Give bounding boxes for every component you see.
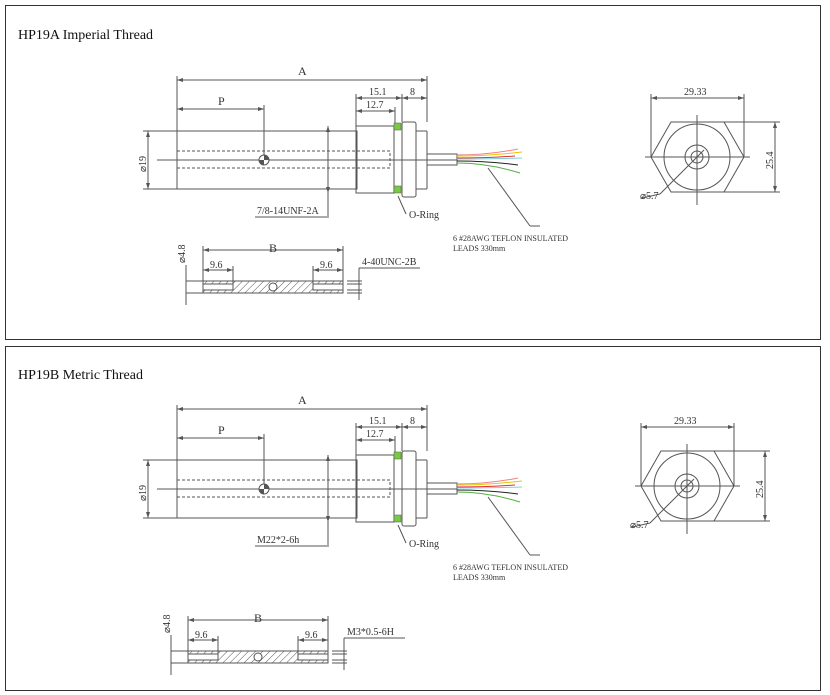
rod-center-marker [268,282,278,292]
arrowhead [146,131,150,189]
label-9-6-left: 9.6 [195,630,208,641]
lead-wire [456,480,523,486]
label-diameter-19: ⌀19 [138,156,149,172]
leader-line [397,195,407,215]
label-12-7: 12.7 [366,100,384,111]
label-9-6-right: 9.6 [305,630,318,641]
rod-center-marker [253,652,263,662]
label-8: 8 [410,416,415,427]
label-9-6-right: 9.6 [320,260,333,271]
label-rod-diameter: ⌀4.8 [162,614,173,633]
leader-line [487,167,531,227]
lead-wire [456,157,523,160]
lead-wire [456,148,519,156]
panel-title: HP19A Imperial Thread [18,28,154,43]
label-b: B [269,241,277,255]
tapped-hole-left [202,283,234,291]
lead-wire [456,484,516,488]
end-view: 29.33 25.4 ⌀5.7 [640,87,780,205]
arrowhead [146,460,150,518]
o-ring-top [393,122,402,131]
leader-line [631,522,651,528]
label-12-7: 12.7 [366,429,384,440]
label-a: A [298,64,307,78]
tapped-hole-right [297,653,329,661]
lead-wire [456,155,516,159]
o-ring-bottom [393,185,402,194]
lead-wire [456,489,519,495]
label-p: P [218,423,225,437]
lead-wire [456,491,521,503]
lead-wire [456,477,519,485]
tapped-hole-right [312,283,344,291]
panel-hp19a: HP19A Imperial Thread [5,5,821,340]
o-ring-top [393,451,402,460]
lead-wire [456,162,521,174]
lead-wire [456,486,523,489]
label-leads-line1: 6 #28AWG TEFLON INSULATED [453,563,568,572]
center-of-pressure-fill [259,155,269,165]
o-ring-bottom [393,514,402,523]
arrowhead [188,638,218,642]
label-p: P [218,94,225,108]
label-rod-thread: 4-40UNC-2B [362,257,417,268]
tapped-hole-left [187,653,219,661]
side-view: A P 15.1 8 12.7 ⌀19 7/8-14UNF-2A O-Ring 6 #28AWG… [138,64,568,253]
center-of-pressure-fill [259,484,269,494]
label-leads-line2: LEADS 330mm [453,244,506,253]
label-rod-thread: M3*0.5-6H [347,627,394,638]
arrowhead [203,268,233,272]
label-15-1: 15.1 [369,87,387,98]
arrowhead [402,425,427,429]
label-o-ring: O-Ring [409,539,439,550]
label-leads-line2: LEADS 330mm [453,573,506,582]
leader-line [641,193,661,199]
lead-wire [456,160,519,166]
label-rod-diameter: ⌀4.8 [177,244,188,263]
thread-section [355,454,395,523]
leader-line [659,149,705,195]
arrowhead [402,96,427,100]
label-b: B [254,611,262,625]
rod-view: B 9.6 9.6 ⌀4.8 4-40UNC-2B [177,241,420,305]
leader-line [397,524,407,544]
label-8: 8 [410,87,415,98]
label-thread-spec: M22*2-6h [257,535,299,546]
label-o-ring: O-Ring [409,210,439,221]
label-hole-diameter: ⌀5.7 [640,191,659,202]
hex-flange [401,450,417,527]
leader-line [649,478,695,524]
arrowhead [298,638,328,642]
arrowhead [313,268,343,272]
hex-flange [401,121,417,198]
label-thread-spec: 7/8-14UNF-2A [257,206,319,217]
label-hole-diameter: ⌀5.7 [630,520,649,531]
panel-title: HP19B Metric Thread [18,368,143,383]
label-a: A [298,393,307,407]
label-15-1: 15.1 [369,416,387,427]
label-hex-height: 25.4 [765,152,776,170]
thread-section [355,125,395,194]
label-hex-height: 25.4 [755,481,766,499]
label-9-6-left: 9.6 [210,260,223,271]
label-leads-line1: 6 #28AWG TEFLON INSULATED [453,234,568,243]
label-hex-width: 29.33 [674,416,697,427]
leader-line [487,496,531,556]
lead-wire [456,151,523,157]
label-diameter-19: ⌀19 [138,485,149,501]
label-hex-width: 29.33 [684,87,707,98]
end-view: 29.33 25.4 ⌀5.7 [630,416,770,534]
